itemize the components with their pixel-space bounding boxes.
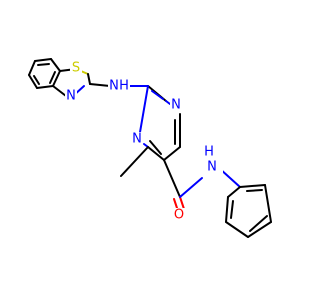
amide-nitrogen-symbol: N xyxy=(207,160,217,175)
bond xyxy=(49,71,56,84)
molecule-structure: S N N H N N O N H xyxy=(28,58,272,238)
methyl-group xyxy=(120,146,149,177)
bond xyxy=(264,184,272,223)
atom-label-N-pyrimidine-left: N xyxy=(131,132,143,147)
bond xyxy=(138,85,149,139)
bond xyxy=(227,186,241,198)
bond xyxy=(179,177,203,198)
bond xyxy=(163,159,181,198)
atom-label-N-thiazole: N xyxy=(65,89,77,104)
bond xyxy=(239,184,266,188)
molecule-canvas: S N N H N N O N H xyxy=(28,58,272,238)
bond xyxy=(52,70,61,87)
bond xyxy=(37,63,50,66)
oxygen-symbol: O xyxy=(174,208,184,223)
sulfur-symbol: S xyxy=(72,61,80,76)
bond xyxy=(28,74,38,89)
atom-label-NH-amine: N H xyxy=(108,79,130,94)
bond xyxy=(52,85,67,97)
bond xyxy=(50,58,61,72)
thiazole-nitrogen-symbol: N xyxy=(66,89,76,104)
amine-nitrogen-symbol: N xyxy=(109,79,119,94)
atom-label-O: O xyxy=(172,208,186,223)
amine-linker xyxy=(89,83,149,87)
bond xyxy=(225,221,249,238)
bond xyxy=(151,90,164,100)
bond xyxy=(230,200,234,219)
bond xyxy=(249,215,268,232)
amine-hydrogen-symbol: H xyxy=(119,79,129,94)
atom-label-S: S xyxy=(70,60,82,76)
pyrimidine-nitrogen-symbol: N xyxy=(171,98,181,113)
benzothiazole-benzene-ring xyxy=(28,58,61,89)
bond xyxy=(163,146,181,161)
bond xyxy=(179,196,185,210)
pyrimidine-ring xyxy=(138,85,181,161)
phenyl-ring xyxy=(225,184,272,238)
bond xyxy=(87,73,91,85)
amide-hydrogen-symbol: H xyxy=(204,145,214,160)
bond xyxy=(165,100,171,105)
bond xyxy=(149,140,162,155)
bond xyxy=(147,146,165,161)
bond xyxy=(246,189,263,192)
bond xyxy=(120,146,149,177)
bond xyxy=(34,58,52,62)
bond xyxy=(247,221,272,238)
bond xyxy=(36,85,54,89)
atom-label-N-pyrimidine-top: N xyxy=(170,98,182,113)
pyrimidine-nitrogen-symbol: N xyxy=(132,132,142,147)
bond xyxy=(89,83,111,87)
bond xyxy=(225,196,229,223)
atom-label-NH-amide: N H xyxy=(201,145,223,175)
bond xyxy=(28,60,36,76)
bond xyxy=(33,75,40,85)
